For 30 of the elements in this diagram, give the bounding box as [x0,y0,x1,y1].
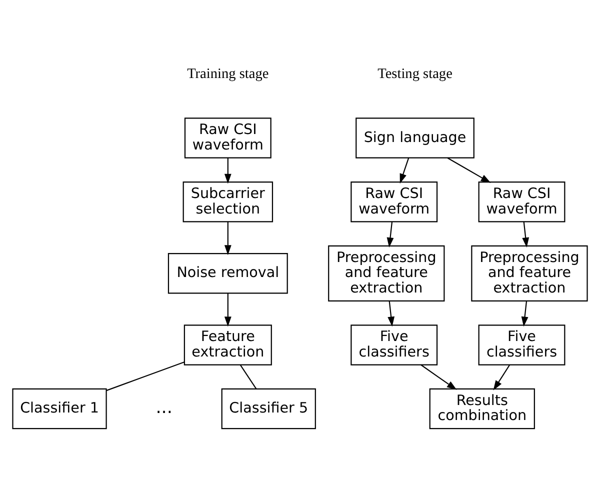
node-box: Classifier 5 [221,388,316,430]
node-box: Results combination [429,388,535,430]
arrow [493,364,510,390]
arrow [522,222,530,248]
arrow [447,158,491,183]
node-box: Preprocessing and feature extraction [471,245,588,302]
node-box: Feature extraction [184,324,272,366]
label: Training stage [187,66,269,82]
node-box: Raw CSI waveform [184,118,272,158]
label: ... [156,398,172,418]
node-box: Noise removal [168,253,288,294]
connector [106,362,184,392]
node-box: Raw CSI waveform [478,182,566,222]
arrow [224,222,232,256]
connector [240,364,257,390]
node-box: Sign language [356,118,474,158]
node-box: Preprocessing and feature extraction [328,245,445,302]
node-box: Classifier 1 [12,388,107,430]
arrow [386,222,394,248]
arrow [521,301,528,327]
node-box: Subcarrier selection [182,182,274,222]
node-box: Five classifiers [350,324,438,366]
arrow [224,158,232,184]
arrow [224,293,232,327]
arrow [420,364,457,390]
node-box: Five classifiers [478,324,566,366]
arrow [388,301,395,327]
label: Testing stage [378,66,452,82]
arrow [400,158,410,184]
node-box: Raw CSI waveform [350,182,438,222]
